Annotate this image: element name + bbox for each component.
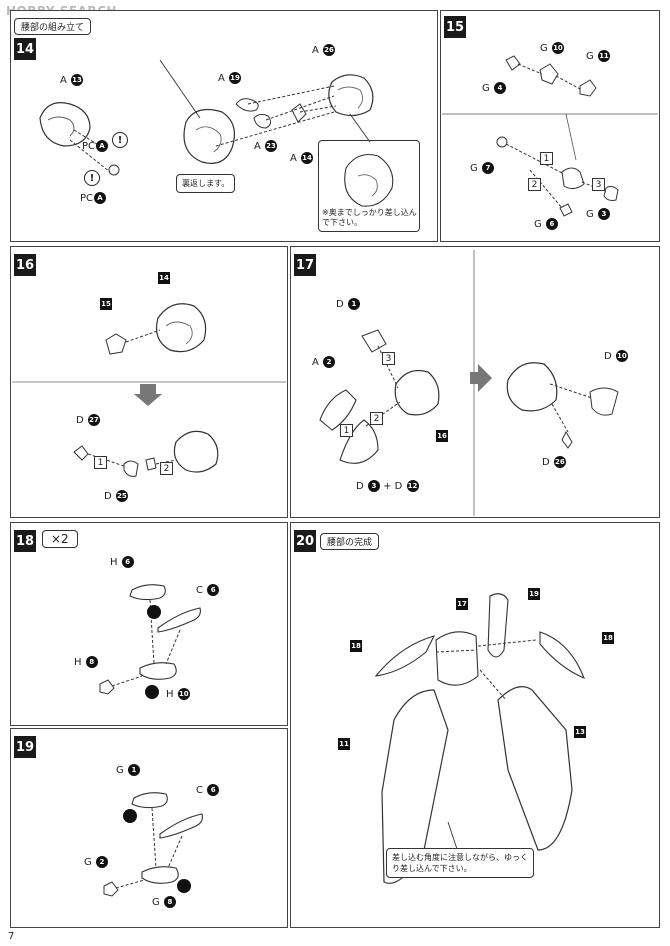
part-16-label: 16 [436, 430, 448, 442]
label-d27: D 27 [76, 414, 100, 426]
part-18-left-label: 18 [350, 640, 362, 652]
label-d1: D 1 [336, 298, 360, 311]
label-g4: G 4 [482, 82, 506, 95]
warning-icon: ! [84, 170, 100, 186]
step-15-panel [440, 10, 660, 242]
label-a26: A 26 [312, 44, 336, 56]
part-17-label: 17 [456, 598, 468, 610]
order-3: 3 [382, 352, 395, 365]
note-insert-deep [318, 140, 420, 232]
part-18-right-label: 18 [602, 632, 614, 644]
warning-icon: ! [112, 132, 128, 148]
part-14-label: 14 [158, 272, 170, 284]
note-insert-deep-text: ※奥までしっかり差し込んで下さい。 [322, 208, 417, 227]
order-2: 2 [370, 412, 383, 425]
note-insert-angle: 差し込む角度に注意しながら、ゆっくり差し込んで下さい。 [386, 848, 534, 878]
label-a14: A 14 [290, 152, 314, 164]
step-19-panel [10, 728, 288, 928]
step-16-number: 16 [14, 254, 36, 276]
label-h6: H 6 [110, 556, 134, 569]
label-g10: G 10 [540, 42, 564, 54]
label-g1: G 1 [116, 764, 140, 777]
label-d10: D 10 [604, 350, 628, 362]
label-c6: C 6 [196, 584, 220, 597]
label-d26: D 26 [542, 456, 566, 468]
order-1: 1 [94, 456, 107, 469]
order-2: 2 [528, 178, 541, 191]
page-number: 7 [8, 931, 15, 942]
order-2: 2 [160, 462, 173, 475]
part-11-label: 11 [338, 738, 350, 750]
order-3: 3 [592, 178, 605, 191]
label-h10: H 10 [166, 688, 190, 700]
step-14-panel [10, 10, 438, 242]
step-20-number: 20 [294, 530, 316, 552]
note-flip-over: 裏返します。 [176, 174, 236, 193]
label-a23: A 23 [254, 140, 278, 152]
label-a2: A 2 [312, 356, 336, 369]
label-a13: A 13 [60, 74, 84, 86]
section-title-waist: 腰部の組み立て [14, 18, 92, 35]
part-15-label: 15 [100, 298, 112, 310]
label-g8: G 8 [152, 896, 176, 909]
step-19-number: 19 [14, 736, 36, 758]
step-17-number: 17 [294, 254, 316, 276]
label-c6-19: C 6 [196, 784, 220, 797]
label-g6: G 6 [534, 218, 558, 231]
label-g2: G 2 [84, 856, 108, 869]
part-19-label: 19 [528, 588, 540, 600]
label-d25: D 25 [104, 490, 128, 502]
step-15-number: 15 [444, 16, 466, 38]
order-1: 1 [340, 424, 353, 437]
order-1: 1 [540, 152, 553, 165]
section-title-waist-complete: 腰部の完成 [320, 533, 380, 550]
part-13-label: 13 [574, 726, 586, 738]
multiplier-tag: ×2 [42, 530, 78, 548]
label-g7: G 7 [470, 162, 494, 175]
label-g3: G 3 [586, 208, 610, 221]
label-h8: H 8 [74, 656, 98, 669]
label-d3-d12: D 3 + D 12 [356, 480, 419, 492]
label-g11: G 11 [586, 50, 610, 62]
step-14-number: 14 [14, 38, 36, 60]
label-a19: A 19 [218, 72, 242, 84]
step-18-number: 18 [14, 530, 36, 552]
